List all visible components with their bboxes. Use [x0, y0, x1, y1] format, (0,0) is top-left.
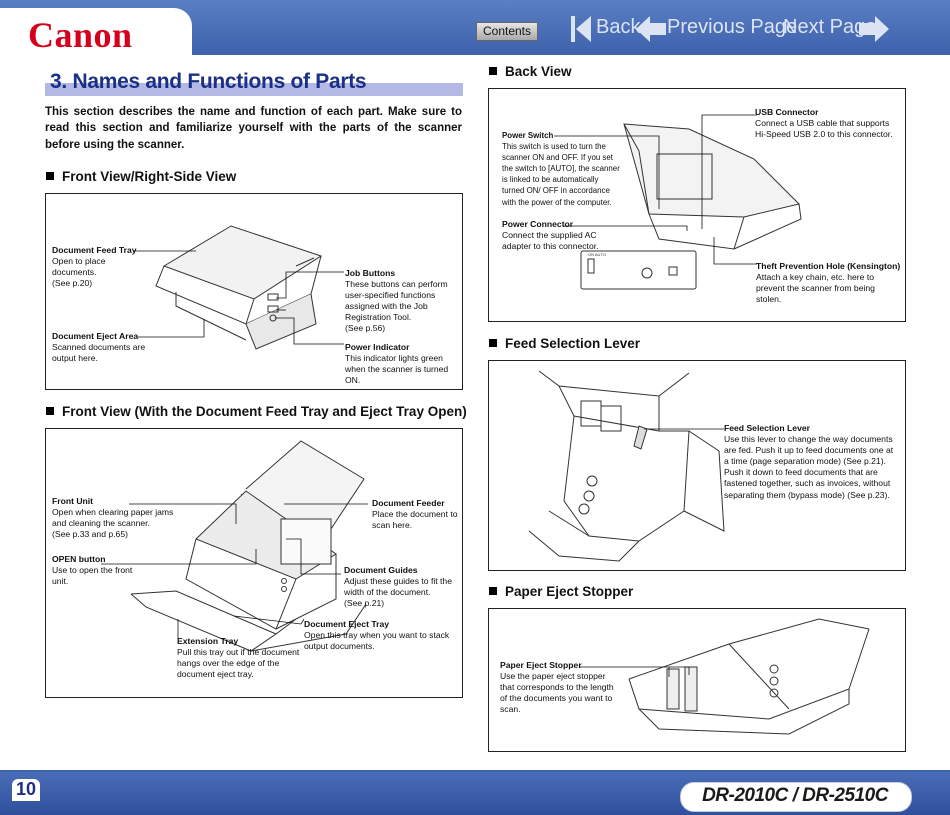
previous-page-icon[interactable] — [636, 15, 666, 43]
label-extension-tray: Extension Tray Pull this tray out if the… — [177, 636, 302, 680]
label-desc: Open when clearing paper jams and cleani… — [52, 507, 174, 540]
label-name: Job Buttons — [345, 268, 396, 278]
label-power-indicator: Power Indicator This indicator lights gr… — [345, 342, 457, 386]
label-usb-connector: USB Connector Connect a USB cable that s… — [755, 107, 901, 140]
contents-button[interactable]: Contents — [476, 22, 538, 41]
square-bullet-icon — [46, 407, 54, 415]
label-name: Document Guides — [344, 565, 418, 575]
intro-paragraph: This section describes the name and func… — [45, 106, 462, 151]
footer-line — [0, 770, 950, 772]
label-theft-prevention-hole: Theft Prevention Hole (Kensington) Attac… — [756, 261, 902, 305]
section-heading-front-right: Front View/Right-Side View — [46, 169, 236, 184]
section-heading-back: Back View — [489, 64, 572, 79]
scanner-back-illustration: ON AUTO — [554, 114, 802, 290]
section-heading-text: Paper Eject Stopper — [505, 584, 634, 599]
label-job-buttons: Job Buttons These buttons can perform us… — [345, 268, 457, 335]
label-name: Feed Selection Lever — [724, 423, 810, 433]
page-title: 3. Names and Functions of Parts — [50, 70, 367, 93]
front-open-panel: Front Unit Open when clearing paper jams… — [45, 428, 463, 698]
label-desc: Adjust these guides to fit the width of … — [344, 576, 452, 609]
label-name: Power Connector — [502, 219, 574, 229]
label-desc: Use this lever to change the way documen… — [724, 434, 894, 500]
label-document-feeder: Document Feeder Place the document to sc… — [372, 498, 458, 531]
feed-lever-panel: Feed Selection Lever Use this lever to c… — [488, 360, 906, 571]
section-heading-feed-lever: Feed Selection Lever — [489, 336, 640, 351]
label-name: Theft Prevention Hole (Kensington) — [756, 261, 901, 271]
square-bullet-icon — [489, 67, 497, 75]
label-desc: Attach a key chain, etc. here to prevent… — [756, 272, 875, 305]
label-name: Extension Tray — [177, 636, 239, 646]
feed-lever-illustration — [528, 370, 725, 562]
label-name: Power Indicator — [345, 342, 410, 352]
label-name: Document Feeder — [372, 498, 445, 508]
label-open-button: OPEN button Use to open the front unit. — [52, 554, 144, 587]
back-icon[interactable] — [570, 14, 592, 44]
square-bullet-icon — [489, 339, 497, 347]
model-tab — [680, 782, 912, 812]
section-heading-stopper: Paper Eject Stopper — [489, 584, 633, 599]
next-page-icon[interactable] — [859, 15, 889, 43]
label-name: Paper Eject Stopper — [500, 660, 582, 670]
label-name: Power Switch — [502, 131, 554, 140]
section-heading-text: Front View/Right-Side View — [62, 169, 237, 184]
label-desc: Open to place documents. (See p.20) — [52, 256, 106, 289]
label-power-connector: Power Connector Connect the supplied AC … — [502, 219, 602, 252]
logo-tab — [0, 8, 192, 64]
label-name: OPEN button — [52, 554, 106, 564]
label-name: USB Connector — [755, 107, 819, 117]
scanner-open-illustration — [101, 440, 368, 652]
label-front-unit: Front Unit Open when clearing paper jams… — [52, 496, 182, 540]
title-highlight — [45, 83, 463, 96]
label-desc: Place the document to scan here. — [372, 509, 458, 531]
canon-logo: Canon — [28, 15, 133, 55]
scanner-front-illustration — [134, 225, 344, 350]
model-name: DR-2010C / DR-2510C — [702, 785, 888, 806]
label-feed-selection-lever: Feed Selection Lever Use this lever to c… — [724, 423, 900, 501]
label-name: Front Unit — [52, 496, 94, 506]
label-paper-eject-stopper: Paper Eject Stopper Use the paper eject … — [500, 660, 616, 715]
section-heading-front-open: Front View (With the Document Feed Tray … — [46, 404, 467, 419]
square-bullet-icon — [489, 587, 497, 595]
label-power-switch: Power Switch This switch is used to turn… — [502, 130, 622, 208]
section-heading-text: Feed Selection Lever — [505, 336, 641, 351]
page-number: 10 — [12, 779, 40, 801]
next-page-button[interactable]: Next Page — [783, 16, 877, 38]
label-desc: Use to open the front unit. — [52, 565, 133, 587]
label-name: Document Eject Area — [52, 331, 139, 341]
front-right-panel: Document Feed Tray Open to place documen… — [45, 193, 463, 390]
label-desc: Open this tray when you want to stack ou… — [304, 630, 450, 652]
paper-eject-stopper-panel: Paper Eject Stopper Use the paper eject … — [488, 608, 906, 752]
label-desc: These buttons can perform user-specified… — [345, 279, 448, 334]
label-desc: Scanned documents are output here. — [52, 342, 146, 364]
label-desc: Pull this tray out if the document hangs… — [177, 647, 300, 680]
back-view-panel: ON AUTO USB Connector Connect a USB cabl… — [488, 88, 906, 322]
label-desc: This indicator lights green when the sca… — [345, 353, 449, 386]
label-document-eject-area: Document Eject Area Scanned documents ar… — [52, 331, 152, 364]
label-name: Document Feed Tray — [52, 245, 137, 255]
label-document-eject-tray: Document Eject Tray Open this tray when … — [304, 619, 458, 652]
label-name: Document Eject Tray — [304, 619, 390, 629]
label-desc: This switch is used to turn the scanner … — [502, 142, 620, 207]
back-button[interactable]: Back — [596, 16, 641, 38]
square-bullet-icon — [46, 172, 54, 180]
label-desc: Use the paper eject stopper that corresp… — [500, 671, 614, 715]
label-desc: Connect the supplied AC adapter to this … — [502, 230, 599, 252]
section-heading-text: Front View (With the Document Feed Tray … — [62, 404, 467, 419]
paper-eject-stopper-illustration — [579, 618, 870, 735]
label-desc: Connect a USB cable that supports Hi-Spe… — [755, 118, 893, 140]
label-document-guides: Document Guides Adjust these guides to f… — [344, 565, 458, 609]
switch-marking: ON AUTO — [588, 252, 606, 257]
section-heading-text: Back View — [505, 64, 572, 79]
label-document-feed-tray: Document Feed Tray Open to place documen… — [52, 245, 142, 289]
previous-page-button[interactable]: Previous Page — [667, 16, 798, 38]
